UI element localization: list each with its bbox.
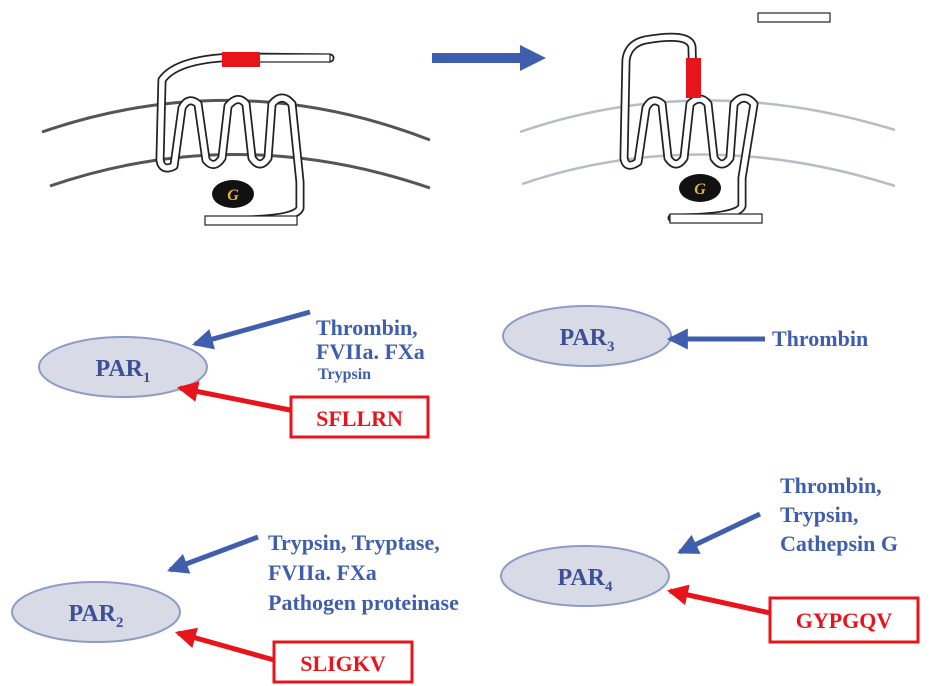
par2-peptide-arrow xyxy=(178,633,274,660)
par2-group: PAR2 Trypsin, Tryptase, FVIIa. FXa Patho… xyxy=(12,530,459,682)
par2-peptide: SLIGKV xyxy=(300,651,386,676)
par4-peptide: GYPGQV xyxy=(796,608,893,633)
par1-label: PAR1 xyxy=(95,356,150,386)
cleaved-n-terminal-fragment xyxy=(758,13,830,22)
active-receptor-schematic: G xyxy=(520,13,895,223)
c-terminal-tail-active xyxy=(670,214,762,223)
par1-agonist-1: Thrombin, xyxy=(316,315,418,340)
par4-agonist-3: Cathepsin G xyxy=(780,531,898,556)
par1-peptide: SFLLRN xyxy=(316,406,403,431)
right-arrow-icon xyxy=(432,45,546,71)
par1-agonist-arrow xyxy=(195,312,310,344)
par4-group: PAR4 Thrombin, Trypsin, Cathepsin G GYPG… xyxy=(501,473,918,642)
par2-label: PAR2 xyxy=(68,601,123,631)
tethered-ligand-block xyxy=(222,52,260,67)
g-protein-active-label: G xyxy=(694,181,706,198)
par3-label: PAR3 xyxy=(559,325,614,355)
par1-peptide-arrow xyxy=(180,388,290,410)
par2-agonist-3: Pathogen proteinase xyxy=(268,590,459,615)
par4-agonist-2: Trypsin, xyxy=(780,502,858,527)
par4-agonist-1: Thrombin, xyxy=(780,473,882,498)
par1-agonist-2: FVIIa. FXa xyxy=(316,339,425,364)
membrane-outer-line xyxy=(42,100,430,140)
par4-peptide-arrow xyxy=(670,591,770,613)
c-terminal-tail xyxy=(205,216,297,225)
n-terminal-tail xyxy=(258,54,330,62)
par4-agonist-arrow xyxy=(680,514,760,552)
inactive-receptor-schematic: G xyxy=(42,52,430,225)
par1-group: PAR1 Thrombin, FVIIa. FXa Trypsin SFLLRN xyxy=(39,312,428,437)
par4-label: PAR4 xyxy=(557,565,613,595)
par1-agonist-3: Trypsin xyxy=(318,366,371,383)
par3-agonist-1: Thrombin xyxy=(772,326,868,351)
par2-agonist-2: FVIIa. FXa xyxy=(268,560,377,585)
par2-agonist-arrow xyxy=(170,537,258,570)
tethered-ligand-bound xyxy=(686,58,701,98)
par3-group: PAR3 Thrombin xyxy=(503,306,868,366)
g-protein-label: G xyxy=(227,187,239,204)
par2-agonist-1: Trypsin, Tryptase, xyxy=(268,530,440,555)
